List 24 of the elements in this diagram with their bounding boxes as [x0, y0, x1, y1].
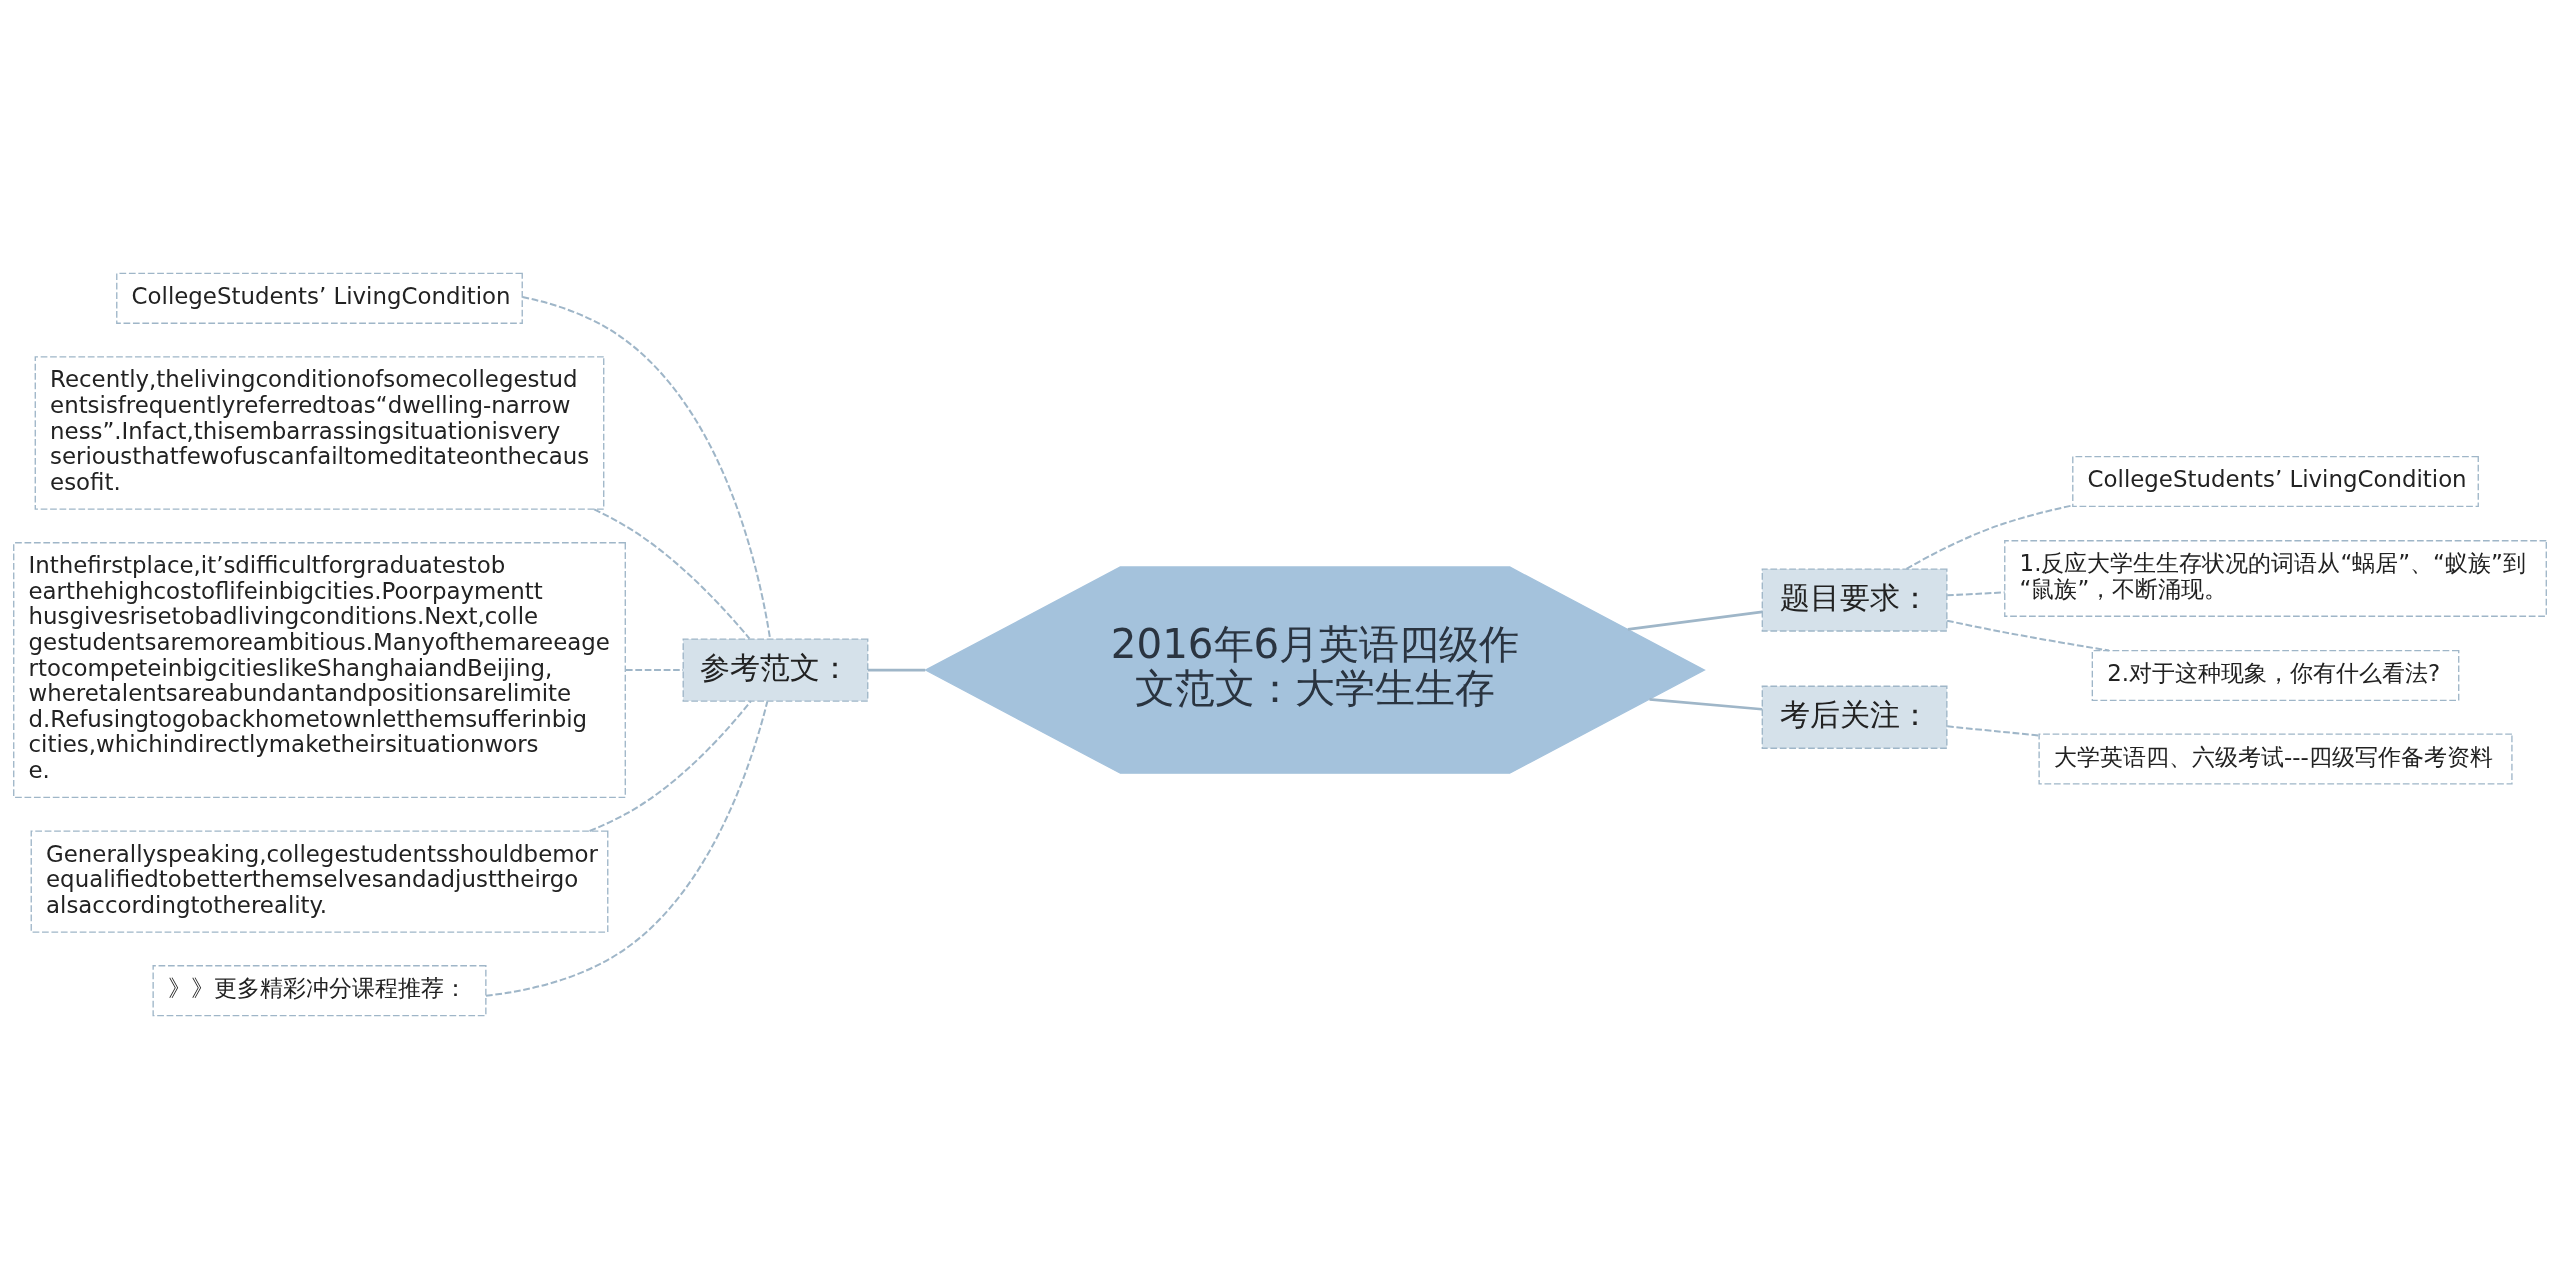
node-box: 2.对于这种现象，你有什么看法? [2091, 649, 2460, 701]
node-box: CollegeStudents’ LivingCondition [116, 272, 523, 324]
connector [522, 295, 772, 639]
node-box: Inthefirstplace,it’sdifficultforgraduatestobearthehighcostoflifeinbigcities.Poorpaymentthusgivesrisetobadlivingconditions.Next,collegestudentsaremoreambitious.ManyofthemareeagertocompeteinbigcitieslikeShanghaiandBeijing,wheretalentsareabundantandpositionsarelimited.Refusingtogobackhometownletthemsufferinbigcities,whichindirectlymaketheirsituationworse. [13, 541, 626, 798]
connector [1947, 724, 2039, 736]
node-box: 考后关注： [1761, 685, 1948, 749]
connector [485, 700, 769, 997]
connector [593, 507, 751, 639]
node-box: Recently,thelivingconditionofsomecollegestudentsisfrequentlyreferredtoas“dwelling-narrowness”.Infact,thisembarrassingsituationisveryseriousthatfewofuscanfailtomeditateonthecausesofit. [34, 355, 605, 510]
connector [1947, 590, 2005, 596]
connector [1906, 503, 2073, 570]
node-box: 参考范文： [682, 637, 869, 702]
node-box: 》》更多精彩冲分课程推荐： [152, 964, 487, 1016]
node-box: Generallyspeaking,collegestudentsshouldbemorequalifiedtobetterthemselvesandadjusttheirgoalsaccordingtothereality. [30, 829, 609, 933]
node-box: CollegeStudents’ LivingCondition [2072, 455, 2479, 507]
connector [1627, 610, 1763, 631]
connector [1649, 697, 1763, 711]
connector [1946, 619, 2110, 652]
node-box: 1.反应大学生生存状况的词语从“蜗居”、“蚁族”到“鼠族”，不断涌现。 [2004, 539, 2547, 617]
node-box: 大学英语四、六级考试---四级写作备考资料 [2038, 732, 2513, 785]
connector [625, 668, 684, 671]
connector [867, 668, 926, 671]
node-box: 题目要求： [1761, 567, 1948, 632]
connector [589, 700, 752, 832]
